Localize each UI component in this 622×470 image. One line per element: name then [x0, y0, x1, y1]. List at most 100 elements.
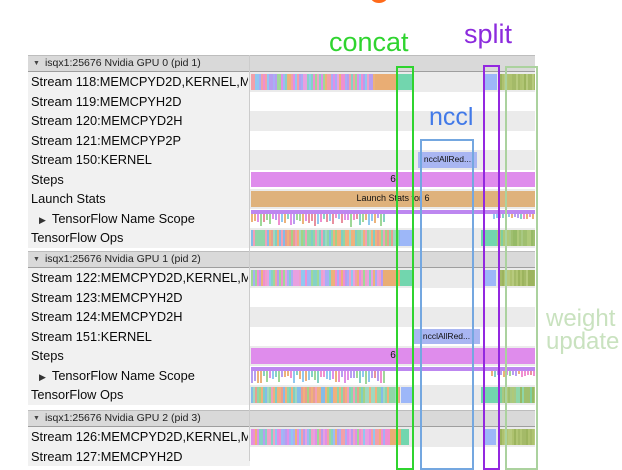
namescope-root-bar[interactable] — [251, 210, 535, 214]
trace-events-stripes[interactable] — [251, 429, 390, 445]
fringe-tick — [266, 371, 268, 383]
fringe-tick — [511, 214, 513, 218]
stripe — [269, 429, 271, 445]
trace-events-stripes[interactable] — [251, 387, 400, 403]
stripe — [500, 74, 502, 90]
trace-event-labelbar[interactable]: ncclAllRed... — [418, 152, 477, 168]
row-label-text: Stream 124:MEMCPYD2H — [31, 309, 183, 324]
gpu-section-header[interactable]: ▼ isqx1:25676 Nvidia GPU 0 (pid 1) — [28, 55, 535, 72]
stripe — [325, 74, 327, 90]
sidebar-row-label[interactable]: Stream 121:MEMCPYP2P — [28, 131, 248, 151]
expander-triangle-icon[interactable]: ▶ — [39, 371, 46, 382]
trace-event-bar[interactable] — [400, 270, 414, 286]
sidebar-row-label[interactable]: ▶TensorFlow Name Scope — [28, 209, 248, 229]
row-label-text: Stream 120:MEMCPYD2H — [31, 113, 183, 128]
sidebar-row-label[interactable]: Stream 123:MEMCPYH2D — [28, 288, 248, 308]
trace-event-bar[interactable] — [483, 429, 496, 445]
fringe-tick — [311, 214, 313, 221]
stripe — [259, 429, 261, 445]
stripe — [295, 74, 297, 90]
stripe — [345, 270, 347, 286]
stripe — [289, 270, 291, 286]
sidebar-row-label[interactable]: TensorFlow Ops — [28, 228, 248, 248]
sidebar-row-label[interactable]: Stream 151:KERNEL — [28, 327, 248, 347]
row-label-text: Stream 151:KERNEL — [31, 328, 152, 344]
namescope-fringe[interactable] — [251, 371, 385, 384]
trace-event-bar[interactable] — [483, 74, 497, 90]
sidebar-row-bg — [28, 326, 250, 346]
stripe — [530, 429, 532, 445]
trace-event-bar[interactable] — [375, 74, 398, 90]
trace-event-labelbar[interactable]: 6 — [251, 171, 535, 187]
gpu-section-header[interactable]: ▼isqx1:25676 Nvidia GPU 1 (pid 2) — [28, 251, 535, 268]
stripe — [319, 270, 321, 286]
stripe — [307, 74, 309, 90]
nccl-annotation-box — [420, 139, 474, 470]
trace-event-labelbar[interactable]: Launch Stats for 6 — [251, 191, 535, 207]
sidebar-row-label[interactable]: Stream 124:MEMCPYD2H — [28, 307, 248, 327]
sidebar-row-label[interactable]: Stream 119:MEMCPYH2D — [28, 92, 248, 112]
stripe — [287, 230, 289, 246]
trace-events-stripes[interactable] — [497, 230, 535, 246]
stripe — [345, 230, 347, 246]
trace-event-bar[interactable] — [390, 429, 401, 445]
stripe — [327, 74, 329, 90]
stripe — [349, 74, 351, 90]
trace-event-bar[interactable] — [483, 270, 496, 286]
trace-events-stripes[interactable] — [500, 74, 535, 90]
namescope-fringe[interactable] — [251, 214, 385, 227]
trace-event-bar[interactable] — [401, 387, 413, 403]
stripe — [355, 230, 357, 246]
stripe — [389, 429, 390, 445]
stripe — [391, 387, 393, 403]
sidebar-row-label[interactable]: Steps — [28, 170, 248, 190]
stripe — [379, 270, 381, 286]
sidebar-row-label[interactable]: Stream 120:MEMCPYD2H — [28, 111, 248, 131]
sidebar-row-label[interactable]: Stream 127:MEMCPYH2D — [28, 447, 248, 467]
trace-event-labelbar[interactable]: 6 — [251, 348, 535, 364]
namescope-root-bar[interactable] — [251, 367, 535, 371]
trace-events-stripes[interactable] — [251, 270, 383, 286]
collapse-triangle-icon[interactable]: ▼ — [33, 415, 40, 422]
collapse-triangle-icon[interactable]: ▼ — [33, 256, 40, 263]
expander-triangle-icon[interactable]: ▶ — [39, 214, 46, 225]
sidebar-row-label[interactable]: ▶TensorFlow Name Scope — [28, 366, 248, 386]
stripe — [387, 230, 389, 246]
trace-event-bar[interactable] — [481, 387, 498, 403]
sidebar-row-label[interactable]: Stream 118:MEMCPYD2D,KERNEL,ME — [28, 72, 248, 92]
stripe — [524, 74, 526, 90]
gpu-header-label: isqx1:25676 Nvidia GPU 0 (pid 1) — [44, 57, 201, 69]
sidebar-row-label[interactable]: Stream 122:MEMCPYD2D,KERNEL,MI — [28, 268, 248, 288]
stripe — [375, 230, 377, 246]
fringe-tick — [287, 214, 289, 219]
sidebar-row-label[interactable]: Stream 126:MEMCPYD2D,KERNEL,MI — [28, 427, 248, 447]
trace-event-bar[interactable] — [398, 74, 413, 90]
stripe — [349, 230, 351, 246]
stripe — [315, 74, 317, 90]
trace-events-stripes[interactable] — [251, 230, 400, 246]
trace-event-labelbar[interactable]: ncclAllRed... — [413, 328, 480, 344]
stripe — [307, 429, 309, 445]
stripe — [514, 74, 516, 90]
sidebar-row-label[interactable]: Stream 150:KERNEL — [28, 150, 248, 170]
sidebar-row-label[interactable]: Steps — [28, 346, 248, 366]
sidebar-row-label[interactable]: TensorFlow Ops — [28, 385, 248, 405]
sidebar-row-bg — [28, 307, 250, 327]
trace-events-stripes[interactable] — [251, 74, 375, 90]
trace-event-bar[interactable] — [400, 230, 412, 246]
stripe — [271, 387, 273, 403]
trace-event-bar[interactable] — [481, 230, 497, 246]
stripe — [265, 230, 267, 246]
sidebar-row-label[interactable]: Launch Stats — [28, 189, 248, 209]
stripe — [295, 270, 297, 286]
gpu-section-header[interactable]: ▼isqx1:25676 Nvidia GPU 2 (pid 3) — [28, 410, 535, 427]
stripe — [351, 387, 353, 403]
stripe — [259, 230, 261, 246]
trace-event-bar[interactable] — [401, 429, 409, 445]
fringe-tick — [368, 214, 370, 226]
collapse-triangle-icon[interactable]: ▼ — [33, 60, 40, 67]
stripe — [379, 230, 381, 246]
fringe-tick — [254, 214, 256, 221]
trace-event-bar[interactable] — [383, 270, 400, 286]
stripe — [385, 230, 387, 246]
